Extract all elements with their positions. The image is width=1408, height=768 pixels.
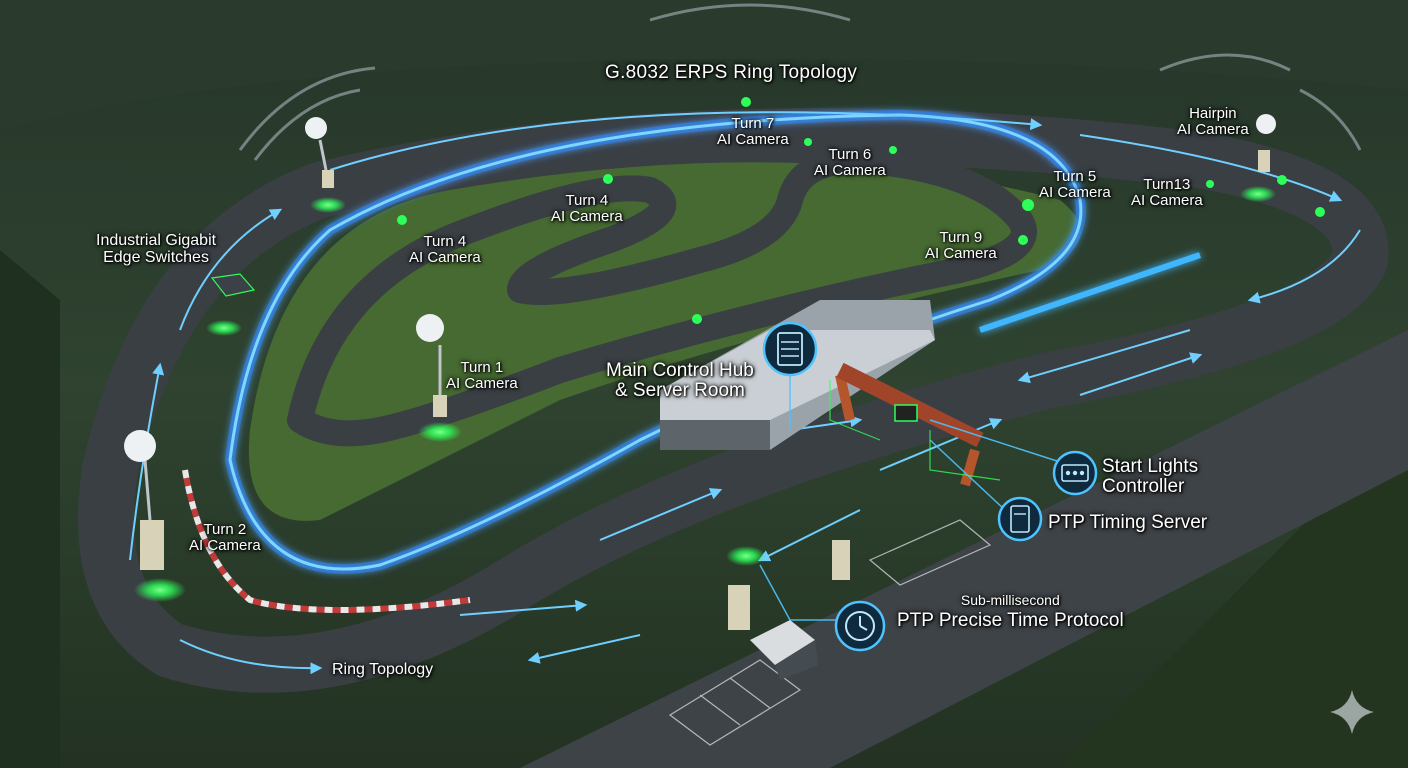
signal-waves: [238, 3, 1362, 161]
ptp-protocol-line1: Sub-millisecond: [960, 592, 1060, 608]
camera-icon: [305, 117, 327, 139]
wifi-icon: [603, 174, 613, 184]
node-pit: [726, 540, 850, 630]
camera-label-turn5: Turn 5 AI Camera: [1039, 169, 1111, 201]
camera-type: AI Camera: [717, 130, 789, 148]
wifi-icon: [804, 138, 812, 146]
wifi-icon: [1022, 199, 1034, 211]
ptp-server-label: PTP Timing Server: [1048, 512, 1208, 533]
node-turn2: [124, 430, 186, 602]
camera-icon: [416, 314, 444, 342]
paddock-area: [520, 330, 1408, 768]
green-wiring: [829, 380, 1001, 481]
node-switch: [206, 273, 256, 336]
timing-server-icon: [997, 496, 1043, 542]
wifi-icon: [692, 314, 702, 324]
wifi-icon: [397, 215, 407, 225]
parking-lines: [668, 519, 992, 746]
camera-name: Turn 9: [939, 229, 983, 246]
camera-name: Hairpin: [1189, 105, 1237, 122]
kerb-turn2-red: [182, 469, 471, 613]
service-truck: [750, 620, 818, 680]
camera-name: Turn 7: [731, 115, 775, 132]
forest-left: [0, 250, 60, 768]
ring-flow-arrows: [129, 111, 1361, 675]
camera-name: Turn 5: [1053, 168, 1097, 185]
camera-type: AI Camera: [814, 161, 886, 179]
camera-label-turn13: Turn13 AI Camera: [1131, 177, 1203, 209]
camera-name: Turn 1: [460, 359, 504, 376]
start-lights-line1: Start Lights: [1102, 456, 1199, 477]
server-icon: [762, 321, 818, 377]
start-lights-icon: [1052, 450, 1098, 496]
start-lights-line2: Controller: [1102, 475, 1185, 497]
wifi-icon: [741, 97, 751, 107]
wifi-icon: [1018, 235, 1028, 245]
camera-icon: [124, 430, 156, 462]
start-lights-label: Start Lights Controller: [1102, 457, 1198, 497]
switch-icon: [210, 273, 256, 297]
node-hairpin: [1240, 114, 1276, 202]
start-lights-box: [894, 404, 918, 422]
wifi-icon: [1315, 207, 1325, 217]
camera-name: Turn 4: [565, 192, 609, 209]
camera-label-turn2: Turn 2 AI Camera: [189, 522, 261, 554]
camera-type: AI Camera: [446, 374, 518, 392]
ptp-protocol-label: Sub-millisecond PTP Precise Time Protoco…: [897, 593, 1124, 631]
camera-label-hairpin: Hairpin AI Camera: [1177, 106, 1249, 138]
camera-icon: [1256, 114, 1276, 134]
inner-track: [287, 147, 1037, 447]
camera-type: AI Camera: [551, 207, 623, 225]
camera-label-turn1: Turn 1 AI Camera: [446, 360, 518, 392]
main-hub-label: Main Control Hub & Server Room: [606, 361, 754, 401]
camera-label-turn4-right: Turn 4 AI Camera: [551, 193, 623, 225]
kerb-turn2-white: [182, 469, 471, 613]
camera-type: AI Camera: [189, 536, 261, 554]
main-hub-line1: Main Control Hub: [606, 360, 754, 381]
wifi-icon: [889, 146, 897, 154]
ring-topology-label: Ring Topology: [332, 661, 434, 678]
camera-name: Turn13: [1143, 176, 1191, 193]
ptp-protocol-line2: PTP Precise Time Protocol: [897, 609, 1124, 631]
wifi-icon: [1206, 180, 1214, 188]
camera-name: Turn 4: [423, 233, 467, 250]
node-turn1: [416, 314, 462, 442]
main-hub-line2: & Server Room: [614, 379, 745, 401]
camera-type: AI Camera: [409, 248, 481, 266]
camera-type: AI Camera: [1131, 191, 1203, 209]
edge-switches-label: Industrial Gigabit Edge Switches: [96, 232, 217, 267]
outer-track: [78, 108, 1389, 693]
camera-name: Turn 2: [203, 521, 247, 538]
wifi-icon: [1277, 175, 1287, 185]
camera-type: AI Camera: [925, 244, 997, 262]
camera-label-turn6: Turn 6 AI Camera: [814, 147, 886, 179]
camera-type: AI Camera: [1039, 183, 1111, 201]
camera-name: Turn 6: [828, 146, 872, 163]
erps-ring: [224, 109, 1201, 574]
camera-type: AI Camera: [1177, 120, 1249, 138]
edge-switches-line1: Industrial Gigabit: [96, 232, 217, 249]
diagram-title: G.8032 ERPS Ring Topology: [605, 62, 858, 83]
wifi-nodes: [397, 97, 1325, 324]
sparkle-icon: [1330, 690, 1374, 734]
camera-label-turn4-left: Turn 4 AI Camera: [409, 234, 481, 266]
clock-icon: [834, 600, 886, 652]
camera-label-turn9: Turn 9 AI Camera: [925, 230, 997, 262]
node-top-left: [305, 117, 346, 213]
camera-label-turn7: Turn 7 AI Camera: [717, 116, 789, 148]
camera-nodes: [124, 3, 1362, 630]
far-fields: [0, 0, 1408, 130]
edge-switches-line2: Edge Switches: [103, 248, 209, 266]
